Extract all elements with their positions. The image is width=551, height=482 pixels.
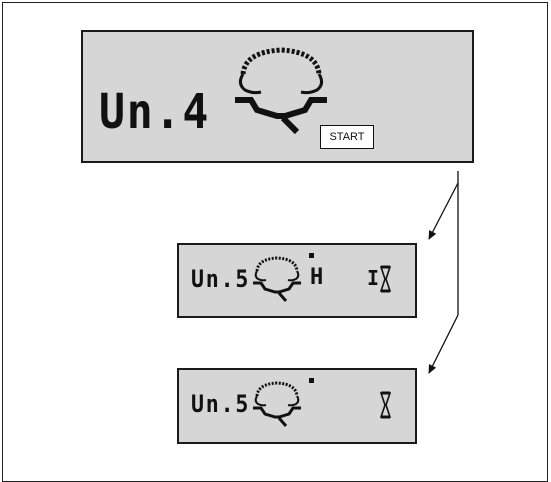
display-panel-step-1: Un.5 H I	[177, 243, 417, 318]
indicator-dot-icon	[309, 378, 314, 383]
main-display-panel: Un.4 START	[81, 30, 474, 163]
tire-wheel-icon	[253, 256, 301, 302]
tire-wheel-icon	[235, 47, 327, 135]
hourglass-icon	[379, 391, 392, 419]
indicator-dot-icon	[309, 253, 314, 258]
main-display-code: Un.4	[99, 84, 211, 140]
display-code: Un.5	[191, 390, 251, 418]
start-button[interactable]: START	[320, 125, 374, 149]
side-letter: H	[310, 265, 324, 290]
side-digit: I	[367, 266, 380, 290]
tire-wheel-icon	[253, 381, 301, 427]
display-code: Un.5	[191, 265, 251, 293]
display-panel-step-2: Un.5	[177, 368, 417, 444]
flow-arrow-icon	[428, 171, 459, 374]
hourglass-icon	[379, 265, 392, 293]
